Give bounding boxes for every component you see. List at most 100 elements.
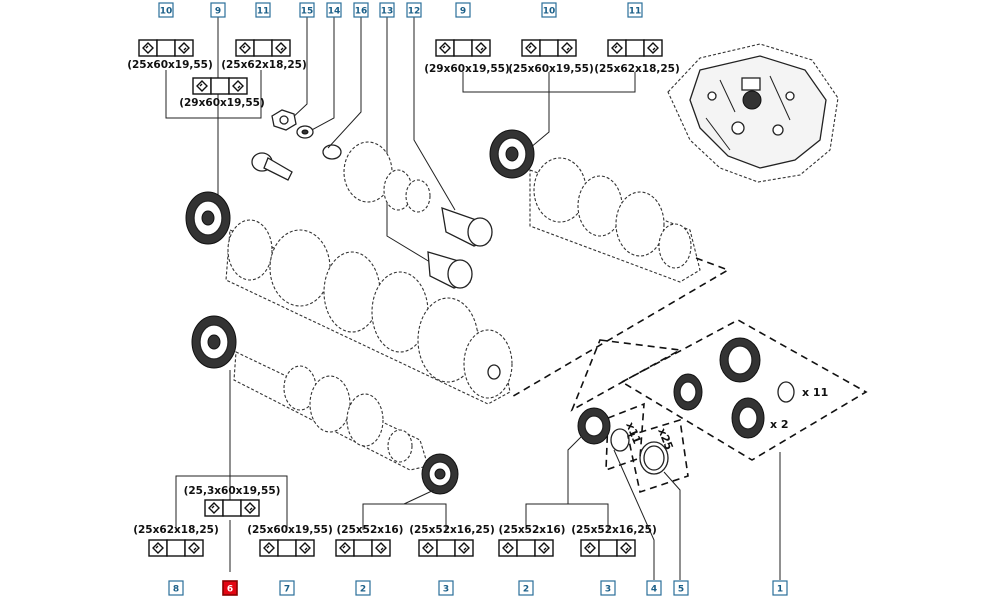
ref-box[interactable]: [541, 2, 557, 18]
ref-r11a[interactable]: 11: [255, 2, 271, 18]
nut-part: [271, 109, 297, 131]
gearbox-housing-image: [667, 43, 839, 183]
ref-r2a[interactable]: 2: [355, 580, 371, 596]
ref-r9b[interactable]: 9: [455, 2, 471, 18]
exploded-parts: [185, 109, 701, 495]
ref-r8[interactable]: 8: [168, 580, 184, 596]
ref-box[interactable]: [355, 580, 371, 596]
bearing-orientation-icon: [335, 539, 391, 557]
dim-label: (25,3x60x19,55): [184, 485, 281, 497]
upper-right-gear-shaft: [529, 157, 701, 283]
dim-label: (25x52x16): [499, 524, 566, 536]
ref-r9a[interactable]: 9: [210, 2, 226, 18]
ref-box[interactable]: [438, 580, 454, 596]
ref-box[interactable]: [279, 580, 295, 596]
ref-label: 3: [443, 585, 449, 595]
dim-label: (25x60x19,55): [508, 63, 594, 75]
ref-r11b[interactable]: 11: [627, 2, 643, 18]
ref-box[interactable]: [455, 2, 471, 18]
ref-label: 2: [523, 585, 529, 595]
bearing-orientation-icon: [204, 499, 260, 517]
ref-r10b[interactable]: 10: [541, 2, 557, 18]
ref-box[interactable]: [673, 580, 689, 596]
kit-parts: [577, 337, 795, 475]
lower-right-bearing: [421, 453, 459, 495]
ref-label: 3: [605, 585, 611, 595]
lower-left-bearing: [191, 315, 237, 369]
bearing-orientation-icon: [435, 39, 491, 57]
bearing-orientation-icon: [148, 539, 204, 557]
ref-r2b[interactable]: 2: [518, 580, 534, 596]
ref-r4[interactable]: 4: [646, 580, 662, 596]
bolt-part: [251, 152, 293, 181]
bearing-orientation-icon: [138, 39, 194, 57]
ref-r13[interactable]: 13: [379, 2, 395, 18]
ref-r15[interactable]: 15: [299, 2, 315, 18]
ref-label: 9: [460, 7, 466, 17]
ref-box[interactable]: [772, 580, 788, 596]
ref-box[interactable]: [518, 580, 534, 596]
bearing-orientation-icon: [607, 39, 663, 57]
qty-label: x 11: [802, 386, 828, 399]
ref-box[interactable]: [222, 580, 238, 596]
ref-label: 14: [328, 7, 341, 17]
left-bearing: [185, 191, 231, 245]
orientation-symbols: [138, 39, 663, 557]
dim-label: (25x52x16,25): [571, 524, 657, 536]
ref-box[interactable]: [353, 2, 369, 18]
dim-label: (25x60x19,55): [127, 59, 213, 71]
upper-leader-lines: [165, 16, 636, 263]
input-shaft: [233, 351, 429, 471]
ref-label: 1: [777, 585, 783, 595]
ref-box[interactable]: [627, 2, 643, 18]
ref-box[interactable]: [406, 2, 422, 18]
ref-box[interactable]: [326, 2, 342, 18]
ref-label: 2: [360, 585, 366, 595]
bearing-orientation-icon: [235, 39, 291, 57]
ref-box[interactable]: [646, 580, 662, 596]
bearing-orientation-icon: [580, 539, 636, 557]
circlip-part: [322, 144, 342, 160]
qty-label: x25: [655, 426, 675, 452]
dim-label: (29x60x19,55): [424, 63, 510, 75]
dimension-labels: (25x60x19,55) (25x62x18,25) (29x60x19,55…: [127, 59, 680, 536]
kit-bearing-lower: [731, 397, 765, 439]
ref-r5[interactable]: 5: [673, 580, 689, 596]
qty-label: x 2: [770, 418, 789, 431]
ref-label: 9: [215, 7, 221, 17]
kit-bearing-left: [577, 407, 611, 445]
ref-box[interactable]: [210, 2, 226, 18]
ref-r12[interactable]: 12: [406, 2, 422, 18]
ref-r14[interactable]: 14: [326, 2, 342, 18]
ref-label: 8: [173, 585, 179, 595]
ref-r3b[interactable]: 3: [600, 580, 616, 596]
ref-label: 15: [301, 7, 314, 17]
main-gear-shaft: [225, 219, 513, 405]
dim-label: (25x60x19,55): [247, 524, 333, 536]
ref-r16[interactable]: 16: [353, 2, 369, 18]
bearing-orientation-icon: [418, 539, 474, 557]
shaft-insert-lower: [427, 251, 473, 289]
ref-label: 12: [408, 7, 421, 17]
ref-box[interactable]: [168, 580, 184, 596]
ref-box[interactable]: [600, 580, 616, 596]
dim-label: (25x62x18,25): [594, 63, 680, 75]
ref-r6[interactable]: 6: [222, 580, 238, 596]
ref-box[interactable]: [299, 2, 315, 18]
kit-bearing-small: [673, 373, 703, 411]
dim-label: (25x62x18,25): [133, 524, 219, 536]
dim-label: (25x52x16): [337, 524, 404, 536]
ref-label: 6: [227, 585, 233, 595]
ref-r1[interactable]: 1: [772, 580, 788, 596]
kit-outline: [509, 257, 868, 494]
ref-r10a[interactable]: 10: [158, 2, 174, 18]
ref-r7[interactable]: 7: [279, 580, 295, 596]
ref-r3a[interactable]: 3: [438, 580, 454, 596]
kit-shim-large: [639, 441, 669, 475]
ref-box[interactable]: [158, 2, 174, 18]
ref-box[interactable]: [379, 2, 395, 18]
bearing-orientation-icon: [521, 39, 577, 57]
ref-box[interactable]: [255, 2, 271, 18]
